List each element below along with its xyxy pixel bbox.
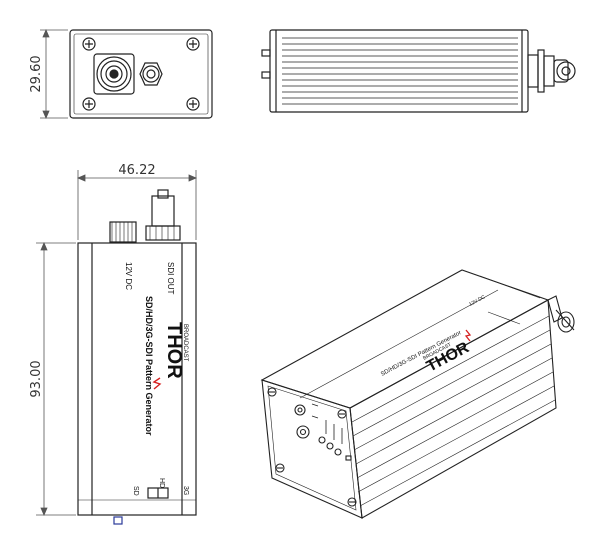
dc-connector-top-icon bbox=[109, 221, 137, 243]
screw-icon bbox=[186, 97, 200, 111]
bnc-connector-side-icon bbox=[527, 49, 576, 93]
dimension-line bbox=[36, 241, 76, 517]
dimension-line bbox=[40, 28, 68, 120]
side-view bbox=[261, 29, 576, 113]
screw-icon bbox=[275, 463, 285, 473]
top-view-labels: 12V DC SDI OUT SD/HD/3G-SDI Pattern Gene… bbox=[124, 262, 189, 496]
screw-icon bbox=[82, 97, 96, 111]
sub-brand-label: BROADCAST bbox=[182, 324, 188, 362]
switch-label-sd: SD bbox=[132, 486, 139, 496]
bnc-connector-iso-icon bbox=[547, 295, 575, 333]
product-line-label: SD/HD/3G-SDI Pattern Generator bbox=[144, 296, 154, 436]
switch-label-3g: 3G bbox=[182, 486, 189, 495]
dimension-line bbox=[76, 170, 198, 240]
screw-icon bbox=[186, 37, 200, 51]
power-label: 12V DC bbox=[124, 262, 133, 290]
screw-icon bbox=[82, 37, 96, 51]
bnc-connector-top-icon bbox=[145, 189, 181, 241]
switch-block-icon bbox=[147, 487, 169, 499]
dimension-top-width: 46.22 bbox=[118, 163, 155, 178]
isometric-view bbox=[260, 269, 575, 519]
dimension-front-height: 29.60 bbox=[29, 55, 44, 92]
bnc-connector-icon bbox=[93, 53, 135, 95]
dimension-top-height: 93.00 bbox=[29, 360, 44, 397]
lightning-bolt-icon bbox=[152, 377, 162, 390]
screw-icon bbox=[337, 409, 347, 419]
brand-logo: THOR bbox=[163, 322, 185, 379]
screw-icon bbox=[267, 387, 277, 397]
lightning-bolt-iso-icon bbox=[464, 329, 472, 342]
front-view bbox=[40, 28, 213, 120]
dc-connector-icon bbox=[139, 62, 163, 86]
switch-label-hd: HD bbox=[158, 478, 165, 488]
screw-icon bbox=[347, 497, 357, 507]
top-view bbox=[36, 170, 198, 525]
sdi-out-label: SDI OUT bbox=[166, 262, 175, 295]
power-label-iso: 12V DC bbox=[468, 294, 487, 308]
